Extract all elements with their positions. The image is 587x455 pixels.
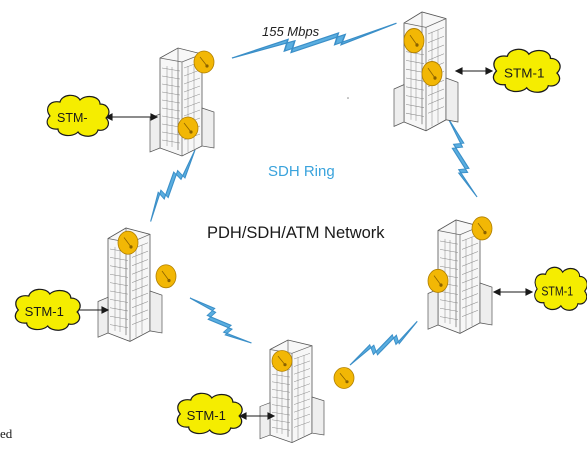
arrow-bottom: [238, 412, 276, 420]
building-mid-left: [97, 227, 177, 342]
stm-cloud-label: STM-: [57, 111, 88, 125]
link-upper-right: [435, 115, 487, 201]
link-lower-left: [182, 293, 258, 350]
speck: [347, 97, 349, 99]
building-bottom: [259, 339, 355, 444]
building-mid-right: [427, 216, 493, 334]
stm-cloud-label: STM-1: [541, 283, 573, 298]
stm-cloud-top-left: STM-: [46, 94, 110, 137]
caption-fragment: ed: [0, 426, 13, 441]
building-top-right: [393, 11, 459, 132]
link-speed-label: 155 Mbps: [262, 24, 320, 39]
stm-cloud-top-right: STM-1: [492, 48, 561, 93]
link-lower-right: [346, 312, 422, 376]
network-label: PDH/SDH/ATM Network: [207, 224, 385, 242]
arrow-mid-right: [492, 288, 534, 296]
building-top-left: [149, 47, 215, 157]
stm-cloud-mid-left: STM-1: [14, 288, 81, 331]
stm-cloud-bottom: STM-1: [176, 392, 243, 435]
arrow-top-left: [104, 113, 159, 121]
ring-label: SDH Ring: [268, 163, 335, 180]
arrow-top-right: [454, 67, 494, 75]
stm-cloud-label: STM-1: [504, 65, 544, 80]
stm-cloud-label: STM-1: [25, 304, 64, 319]
stm-cloud-label: STM-1: [187, 408, 226, 423]
link-top: [230, 12, 400, 72]
stm-cloud-mid-right: STM-1: [534, 266, 587, 311]
link-upper-left: [143, 143, 200, 227]
